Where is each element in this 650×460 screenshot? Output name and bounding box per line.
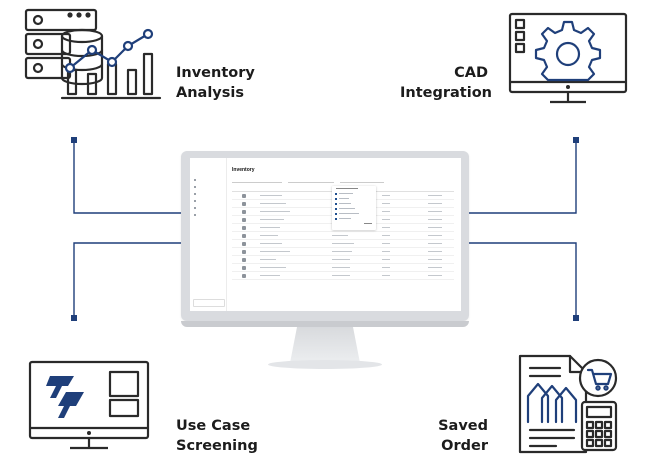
app-page-title: Inventory — [232, 167, 255, 173]
feature-label-inventory-analysis: Inventory Analysis — [176, 63, 255, 103]
feature-label-line: Integration — [400, 85, 492, 101]
table-row — [232, 232, 454, 240]
feature-label-line: CAD — [454, 65, 488, 81]
app-nav-item-active — [194, 190, 198, 197]
feature-label-line: Analysis — [176, 85, 244, 101]
connector-node — [573, 137, 579, 143]
app-sidebar — [190, 158, 227, 311]
table-row — [232, 240, 454, 248]
app-user-card — [193, 299, 225, 307]
app-nav-item — [194, 197, 198, 204]
table-row — [232, 264, 454, 272]
app-nav-item — [194, 176, 198, 183]
app-nav — [194, 176, 198, 218]
feature-label-use-case-screening: Use Case Screening — [176, 416, 258, 456]
app-filter-dropdown — [332, 186, 376, 230]
table-row — [232, 224, 454, 232]
monitor-screen: Inventory — [190, 158, 461, 311]
database-growth-chart-icon — [24, 8, 162, 100]
feature-label-line: Screening — [176, 438, 258, 454]
connector-node — [573, 315, 579, 321]
app-nav-item — [194, 183, 198, 190]
feature-label-line: Order — [441, 438, 488, 454]
connector-node — [71, 315, 77, 321]
monitor-chin — [181, 321, 469, 327]
app-filter-select — [288, 177, 334, 183]
order-document-cart-calculator-icon — [518, 354, 618, 454]
connector-node — [71, 137, 77, 143]
app-search-input — [232, 177, 282, 183]
table-row — [232, 256, 454, 264]
table-row — [232, 272, 454, 280]
monitor-base — [268, 360, 382, 369]
app-filter-select — [340, 177, 384, 183]
feature-label-line: Saved — [438, 418, 488, 434]
feature-label-cad-integration: CAD Integration — [400, 63, 492, 103]
monitor-stand — [290, 327, 360, 363]
app-nav-item — [194, 211, 198, 218]
feature-label-line: Use Case — [176, 418, 251, 434]
app-nav-item — [194, 204, 198, 211]
monitor-logo-icon — [28, 360, 150, 450]
feature-label-line: Inventory — [176, 65, 255, 81]
table-row — [232, 248, 454, 256]
feature-label-saved-order: Saved Order — [400, 416, 488, 456]
monitor-gear-icon — [508, 12, 628, 104]
